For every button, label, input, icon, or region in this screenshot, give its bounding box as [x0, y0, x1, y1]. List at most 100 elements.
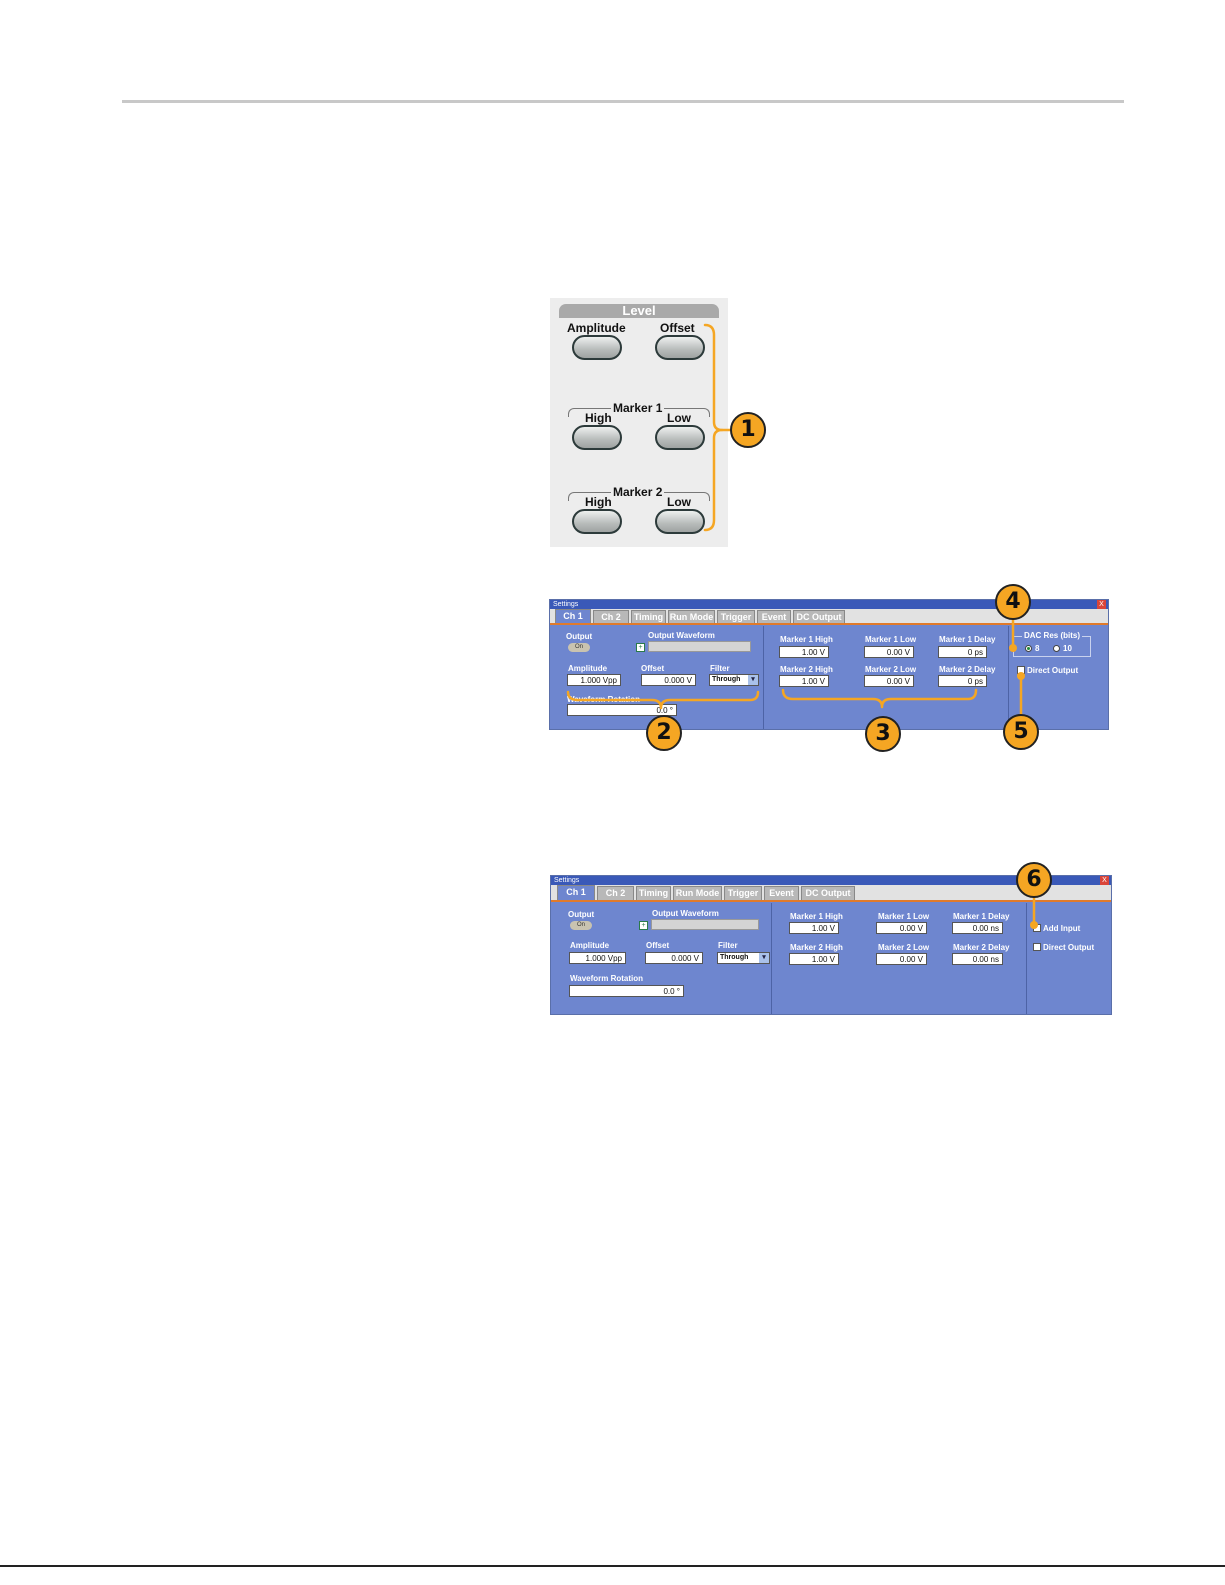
marker2-delay-field[interactable]: 0.00 ns — [952, 953, 1003, 965]
marker2-low-label: Marker 2 Low — [865, 665, 917, 674]
direct-output-checkbox[interactable] — [1033, 943, 1041, 951]
tab-ch1[interactable]: Ch 1 — [557, 885, 595, 900]
amplitude-field[interactable]: 1.000 Vpp — [569, 952, 626, 964]
marker1-low-button[interactable] — [655, 425, 705, 450]
marker2-low-label: Marker 2 Low — [878, 943, 930, 952]
chevron-down-icon[interactable]: ▾ — [748, 675, 758, 685]
marker2-high-field[interactable]: 1.00 V — [779, 675, 829, 687]
amplitude-field[interactable]: 1.000 Vpp — [567, 674, 621, 686]
tab-ch1[interactable]: Ch 1 — [555, 609, 591, 624]
tab-timing[interactable]: Timing — [631, 610, 666, 624]
marker1-delay-label: Marker 1 Delay — [953, 912, 1010, 921]
marker2-group-title: Marker 2 — [611, 485, 665, 499]
filter-select[interactable]: Through ▾ — [709, 674, 759, 686]
callout-4: 4 — [995, 584, 1031, 620]
marker2-high-label: High — [585, 495, 612, 509]
waveform-rotation-label: Waveform Rotation — [570, 974, 644, 983]
marker2-delay-field[interactable]: 0 ps — [938, 675, 987, 687]
amplitude-label: Amplitude — [570, 941, 610, 950]
marker1-low-label: Marker 1 Low — [878, 912, 930, 921]
filter-value: Through — [720, 954, 749, 961]
output-on-button[interactable]: On — [570, 921, 592, 930]
tab-underline — [550, 623, 1108, 625]
tab-underline — [551, 900, 1111, 902]
amplitude-label: Amplitude — [567, 321, 626, 335]
offset-label: Offset — [646, 941, 670, 950]
marker1-low-label: Marker 1 Low — [865, 635, 917, 644]
tab-event[interactable]: Event — [757, 610, 791, 624]
callout-6: 6 — [1016, 862, 1052, 898]
tab-run-mode[interactable]: Run Mode — [668, 610, 715, 624]
separator — [1008, 626, 1009, 729]
tab-dc-output[interactable]: DC Output — [793, 610, 845, 624]
tab-event[interactable]: Event — [764, 886, 799, 900]
separator — [771, 903, 772, 1014]
marker1-low-field[interactable]: 0.00 V — [864, 646, 914, 658]
marker1-high-field[interactable]: 1.00 V — [789, 922, 839, 934]
waveform-select-icon[interactable]: + — [639, 921, 648, 930]
output-label: Output — [566, 632, 593, 641]
waveform-rotation-field[interactable]: 0.0 ° — [567, 704, 677, 716]
offset-button[interactable] — [655, 335, 705, 360]
dac-8-label: 8 — [1035, 644, 1040, 653]
level-panel-title: Level — [559, 304, 719, 318]
callout-6-dot — [1030, 921, 1038, 929]
marker1-delay-label: Marker 1 Delay — [939, 635, 996, 644]
marker1-high-field[interactable]: 1.00 V — [779, 646, 829, 658]
marker2-delay-label: Marker 2 Delay — [953, 943, 1010, 952]
marker1-high-label: Marker 1 High — [790, 912, 843, 921]
output-waveform-field[interactable] — [651, 919, 759, 930]
window-title: Settings — [551, 876, 1111, 885]
amplitude-button[interactable] — [572, 335, 622, 360]
tab-run-mode[interactable]: Run Mode — [673, 886, 722, 900]
output-on-button[interactable]: On — [568, 643, 590, 652]
marker2-low-field[interactable]: 0.00 V — [876, 953, 927, 965]
tab-trigger[interactable]: Trigger — [724, 886, 762, 900]
offset-label: Offset — [660, 321, 695, 335]
marker2-high-label: Marker 2 High — [780, 665, 833, 674]
callout-5: 5 — [1003, 714, 1039, 750]
tab-timing[interactable]: Timing — [636, 886, 671, 900]
marker1-group-title: Marker 1 — [611, 401, 665, 415]
dac-8-radio[interactable] — [1025, 645, 1032, 652]
tab-dc-output[interactable]: DC Output — [801, 886, 855, 900]
marker2-low-field[interactable]: 0.00 V — [864, 675, 914, 687]
marker2-low-button[interactable] — [655, 509, 705, 534]
marker1-delay-field[interactable]: 0.00 ns — [952, 922, 1003, 934]
close-icon[interactable]: X — [1097, 600, 1106, 609]
level-panel: Level Amplitude Offset Marker 1 High Low… — [550, 298, 728, 547]
add-input-label: Add Input — [1043, 924, 1081, 933]
tab-ch2[interactable]: Ch 2 — [597, 886, 634, 900]
close-icon[interactable]: X — [1100, 876, 1109, 885]
callout-2: 2 — [646, 715, 682, 751]
marker2-low-label: Low — [667, 495, 691, 509]
marker1-delay-field[interactable]: 0 ps — [938, 646, 987, 658]
tab-trigger[interactable]: Trigger — [717, 610, 755, 624]
filter-value: Through — [712, 676, 741, 683]
bracket-3 — [781, 688, 978, 709]
offset-field[interactable]: 0.000 V — [641, 674, 696, 686]
offset-field[interactable]: 0.000 V — [645, 952, 703, 964]
marker2-high-button[interactable] — [572, 509, 622, 534]
marker2-high-field[interactable]: 1.00 V — [789, 953, 839, 965]
waveform-select-icon[interactable]: + — [636, 643, 645, 652]
marker1-high-button[interactable] — [572, 425, 622, 450]
tab-ch2[interactable]: Ch 2 — [593, 610, 629, 624]
bottom-rule — [0, 1565, 1225, 1567]
dac-10-label: 10 — [1063, 644, 1072, 653]
marker1-low-field[interactable]: 0.00 V — [876, 922, 927, 934]
chevron-down-icon[interactable]: ▾ — [759, 953, 769, 963]
waveform-rotation-field[interactable]: 0.0 ° — [569, 985, 684, 997]
output-waveform-field[interactable] — [648, 641, 751, 652]
marker1-high-label: High — [585, 411, 612, 425]
filter-select[interactable]: Through ▾ — [717, 952, 770, 964]
dac-10-radio[interactable] — [1053, 645, 1060, 652]
top-rule — [122, 100, 1124, 103]
settings-window-2: Settings X Ch 1 Ch 2 Timing Run Mode Tri… — [550, 875, 1112, 1015]
marker1-low-label: Low — [667, 411, 691, 425]
separator — [763, 626, 764, 729]
window-title: Settings — [550, 600, 1108, 609]
marker2-high-label: Marker 2 High — [790, 943, 843, 952]
marker2-delay-label: Marker 2 Delay — [939, 665, 996, 674]
callout-3: 3 — [865, 716, 901, 752]
